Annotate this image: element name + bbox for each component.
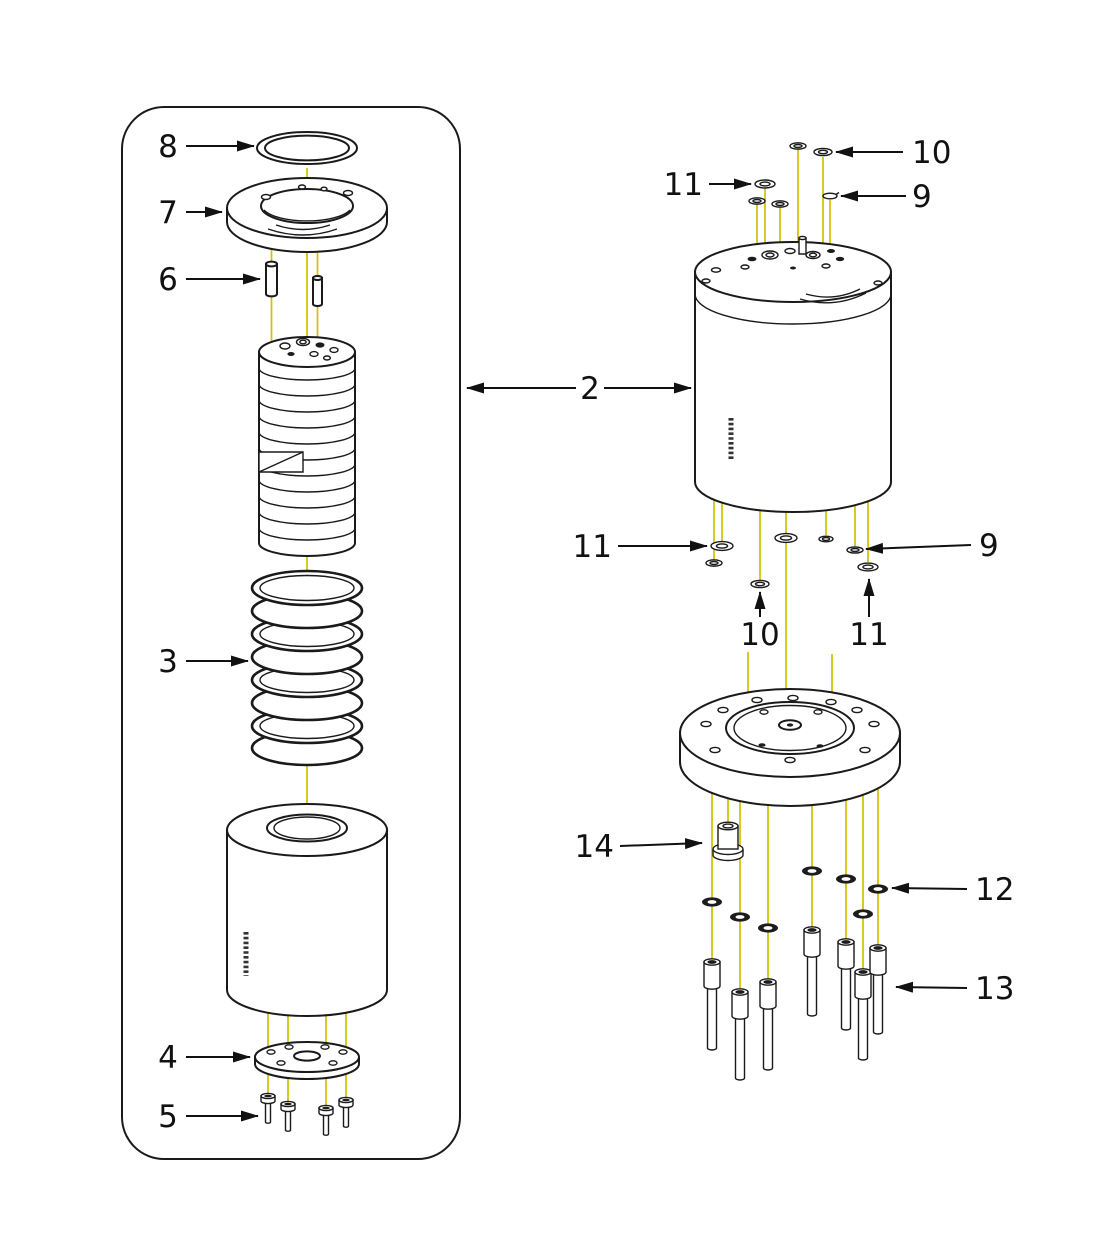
upper-seal-washers — [748, 142, 840, 208]
callout-label-2: 2 — [580, 371, 600, 407]
callout-leader-13 — [895, 981, 968, 993]
callout-label-3: 3 — [158, 644, 178, 680]
part-mounting-screws — [260, 1092, 354, 1136]
part-retaining-ring — [256, 131, 358, 165]
callouts: 8 7 6 3 4 5 2 10 11 9 11 9 10 11 14 12 1… — [158, 129, 1014, 1135]
nut — [758, 923, 778, 933]
nut — [802, 866, 822, 876]
callout-label-9-mid: 9 — [979, 528, 999, 564]
panel-border — [121, 106, 461, 1160]
callout-label-8: 8 — [158, 129, 178, 165]
callout-label-12: 12 — [975, 872, 1014, 908]
callout-label-11-top: 11 — [664, 167, 703, 203]
callout-label-5: 5 — [158, 1099, 178, 1135]
lower-seal-washers — [705, 532, 879, 589]
callout-label-10-bottom: 10 — [740, 617, 779, 653]
nut — [853, 909, 873, 919]
cap-screw — [731, 988, 749, 1081]
callout-leader-12 — [891, 882, 968, 894]
callout-label-7: 7 — [158, 195, 178, 231]
screw — [338, 1096, 354, 1128]
nut — [730, 912, 750, 922]
callout-label-11-bottom: 11 — [849, 617, 888, 653]
part-seal-ring-stack — [250, 569, 364, 767]
callout-label-11-mid: 11 — [573, 529, 612, 565]
screw — [318, 1104, 334, 1136]
nut — [702, 897, 722, 907]
output-flange-assembly — [679, 688, 901, 1081]
part-cylinder-housing — [226, 803, 388, 1017]
part-dowel-pins — [265, 260, 323, 307]
nut — [868, 884, 888, 894]
left-exploded-panel — [121, 106, 461, 1160]
part-base-plate — [254, 1041, 360, 1080]
nut — [836, 874, 856, 884]
callout-label-9-top: 9 — [912, 179, 932, 215]
part-output-flange — [679, 688, 901, 807]
part-piston-stack — [258, 336, 356, 557]
cap-screw — [759, 978, 777, 1071]
cap-screw — [854, 968, 872, 1061]
callout-label-6: 6 — [158, 262, 178, 298]
callout-label-14: 14 — [575, 829, 614, 865]
callout-label-10-top: 10 — [912, 135, 951, 171]
cap-screw — [703, 958, 721, 1051]
assembled-unit — [694, 142, 892, 700]
callout-leader-14 — [619, 838, 703, 850]
part-lock-nuts — [702, 866, 888, 933]
cap-screw — [869, 944, 887, 1035]
part-bushing — [712, 821, 744, 862]
callout-label-13: 13 — [975, 971, 1014, 1007]
part-top-flange — [226, 177, 388, 253]
cap-screw — [803, 926, 821, 1017]
part-cap-screws — [703, 926, 887, 1081]
callout-label-4: 4 — [158, 1040, 178, 1076]
cap-screw — [837, 938, 855, 1031]
callout-leader-9-mid — [865, 542, 972, 554]
screw — [280, 1100, 296, 1132]
part-assembled-cylinder — [694, 235, 892, 513]
screw — [260, 1092, 276, 1124]
